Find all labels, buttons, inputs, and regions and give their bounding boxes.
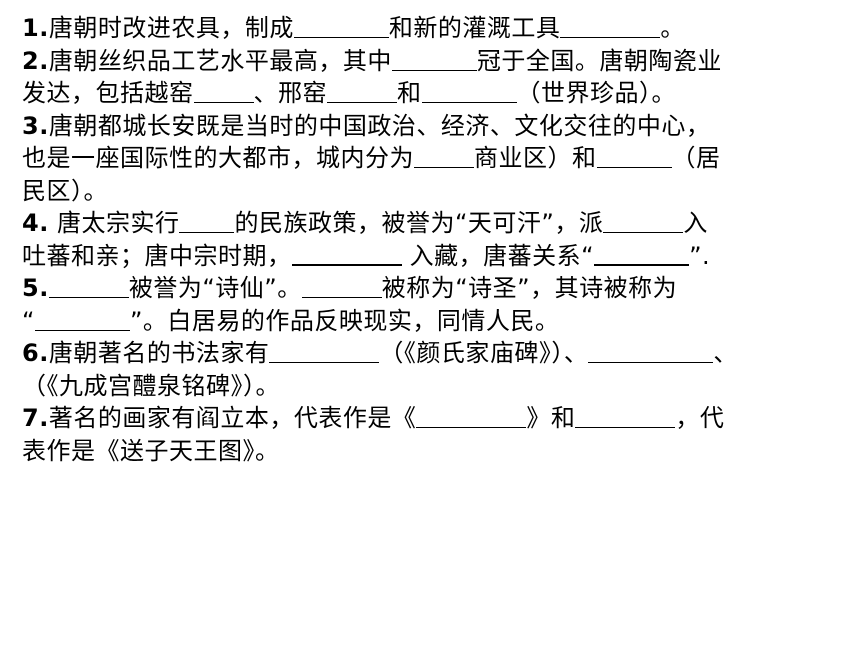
- q2-text-e: 和: [397, 79, 422, 107]
- q6-blank-1[interactable]: [269, 340, 380, 363]
- q5-text-a: 被誉为“诗仙”。: [128, 274, 302, 302]
- q6-text-a: 唐朝著名的书法家有: [48, 339, 270, 367]
- q2-text-a: 唐朝丝织品工艺水平最高，其中: [48, 46, 392, 75]
- q4-line-1: 4. 唐太宗实行 的民族政策，被誉为“天可汗”，派 入: [22, 207, 858, 240]
- q7-line-2: 表作是《送子天王图》。: [22, 435, 858, 468]
- q4-text-c: 入: [683, 209, 708, 237]
- q3-blank-1[interactable]: [414, 145, 474, 168]
- q7-text-b: 》和: [526, 404, 576, 432]
- q1-number: 1.: [22, 14, 49, 42]
- q4-blank-1[interactable]: [179, 210, 235, 233]
- q2-number: 2.: [22, 46, 49, 75]
- q1-blank-1[interactable]: [293, 15, 389, 38]
- q3-blank-2[interactable]: [596, 145, 672, 168]
- q5-text-c: “: [22, 306, 35, 335]
- q5-line-2: “ ”。白居易的作品反映现实，同情人民。: [22, 305, 858, 338]
- q2-text-b: 冠于全国。唐朝陶瓷业: [476, 46, 722, 75]
- q4-blank-2[interactable]: [603, 210, 684, 233]
- q3-number: 3.: [22, 111, 49, 140]
- q2-text-f: （世界珍品）。: [516, 79, 676, 107]
- q4-line-2: 吐蕃和亲；唐中宗时期， 入藏，唐蕃关系“ ”.: [22, 240, 858, 273]
- q4-text-f: ”.: [689, 241, 711, 270]
- q1-line-1: 1.唐朝时改进农具，制成 和新的灌溉工具 。: [22, 12, 858, 45]
- q1-blank-2[interactable]: [560, 15, 661, 38]
- q3-text-b: 也是一座国际性的大都市，城内分为: [22, 144, 414, 172]
- q2-line-1: 2.唐朝丝织品工艺水平最高，其中 冠于全国。唐朝陶瓷业: [22, 45, 858, 78]
- q6-text-c: 、: [713, 339, 738, 367]
- q5-line-1: 5. 被誉为“诗仙”。 被称为“诗圣”，其诗被称为: [22, 272, 858, 305]
- q6-text-b: （《颜氏家庙碑》）、: [379, 339, 589, 367]
- q6-line-1: 6.唐朝著名的书法家有 （《颜氏家庙碑》）、 、: [22, 337, 858, 370]
- q5-blank-2[interactable]: [301, 275, 382, 298]
- q4-text-e: 入藏，唐蕃关系“: [401, 241, 595, 270]
- q1-text-a: 唐朝时改进农具，制成: [48, 14, 294, 42]
- q6-text-d: （《九成宫醴泉铭碑》）。: [22, 371, 280, 400]
- q1-text-b: 和新的灌溉工具: [388, 14, 561, 42]
- q5-text-d: ”。白居易的作品反映现实，同情人民。: [129, 306, 560, 335]
- q6-line-2: （《九成宫醴泉铭碑》）。: [22, 370, 858, 403]
- q2-text-d: 、邢窑: [253, 79, 327, 107]
- q7-line-1: 7.著名的画家有阎立本，代表作是《 》和 ，代: [22, 402, 858, 435]
- q4-blank-4[interactable]: [594, 242, 690, 266]
- q2-blank-3[interactable]: [327, 80, 397, 103]
- q2-text-c: 发达，包括越窑: [22, 79, 194, 107]
- q4-number: 4.: [22, 209, 49, 237]
- q4-text-b: 的民族政策，被誉为“天可汗”，派: [234, 209, 604, 237]
- q7-blank-1[interactable]: [416, 405, 527, 428]
- q3-text-c: 商业区）和: [474, 144, 597, 172]
- q7-text-d: 表作是《送子天王图》。: [22, 436, 280, 465]
- q7-number: 7.: [22, 404, 49, 432]
- worksheet: 1.唐朝时改进农具，制成 和新的灌溉工具 。 2.唐朝丝织品工艺水平最高，其中 冠于全…: [22, 12, 858, 467]
- q3-text-a: 唐朝都城长安既是当时的中国政治、经济、文化交往的中心，: [48, 111, 711, 140]
- q3-line-2: 也是一座国际性的大都市，城内分为 商业区）和 （居: [22, 142, 858, 175]
- q5-blank-1[interactable]: [48, 275, 129, 298]
- q5-blank-3[interactable]: [34, 308, 130, 331]
- q6-blank-2[interactable]: [588, 340, 714, 363]
- q4-text-d: 吐蕃和亲；唐中宗时期，: [22, 241, 292, 270]
- q3-text-e: 民区）。: [22, 176, 108, 205]
- q4-blank-3[interactable]: [291, 242, 402, 266]
- q3-line-3: 民区）。: [22, 175, 858, 208]
- q2-line-2: 发达，包括越窑 、邢窑 和 （世界珍品）。: [22, 77, 858, 110]
- q7-blank-2[interactable]: [575, 405, 676, 428]
- q6-number: 6.: [22, 339, 49, 367]
- q2-blank-4[interactable]: [421, 80, 517, 103]
- q1-text-c: 。: [660, 14, 685, 42]
- q4-text-a: 唐太宗实行: [48, 209, 180, 237]
- q5-text-b: 被称为“诗圣”，其诗被称为: [381, 274, 678, 302]
- q7-text-c: ，代: [675, 404, 725, 432]
- q2-blank-2[interactable]: [193, 80, 254, 103]
- q5-number: 5.: [22, 274, 49, 302]
- q7-text-a: 著名的画家有阎立本，代表作是《: [48, 404, 417, 432]
- q3-line-1: 3.唐朝都城长安既是当时的中国政治、经济、文化交往的中心，: [22, 110, 858, 143]
- q2-blank-1[interactable]: [391, 48, 477, 71]
- q3-text-d: （居: [671, 144, 721, 172]
